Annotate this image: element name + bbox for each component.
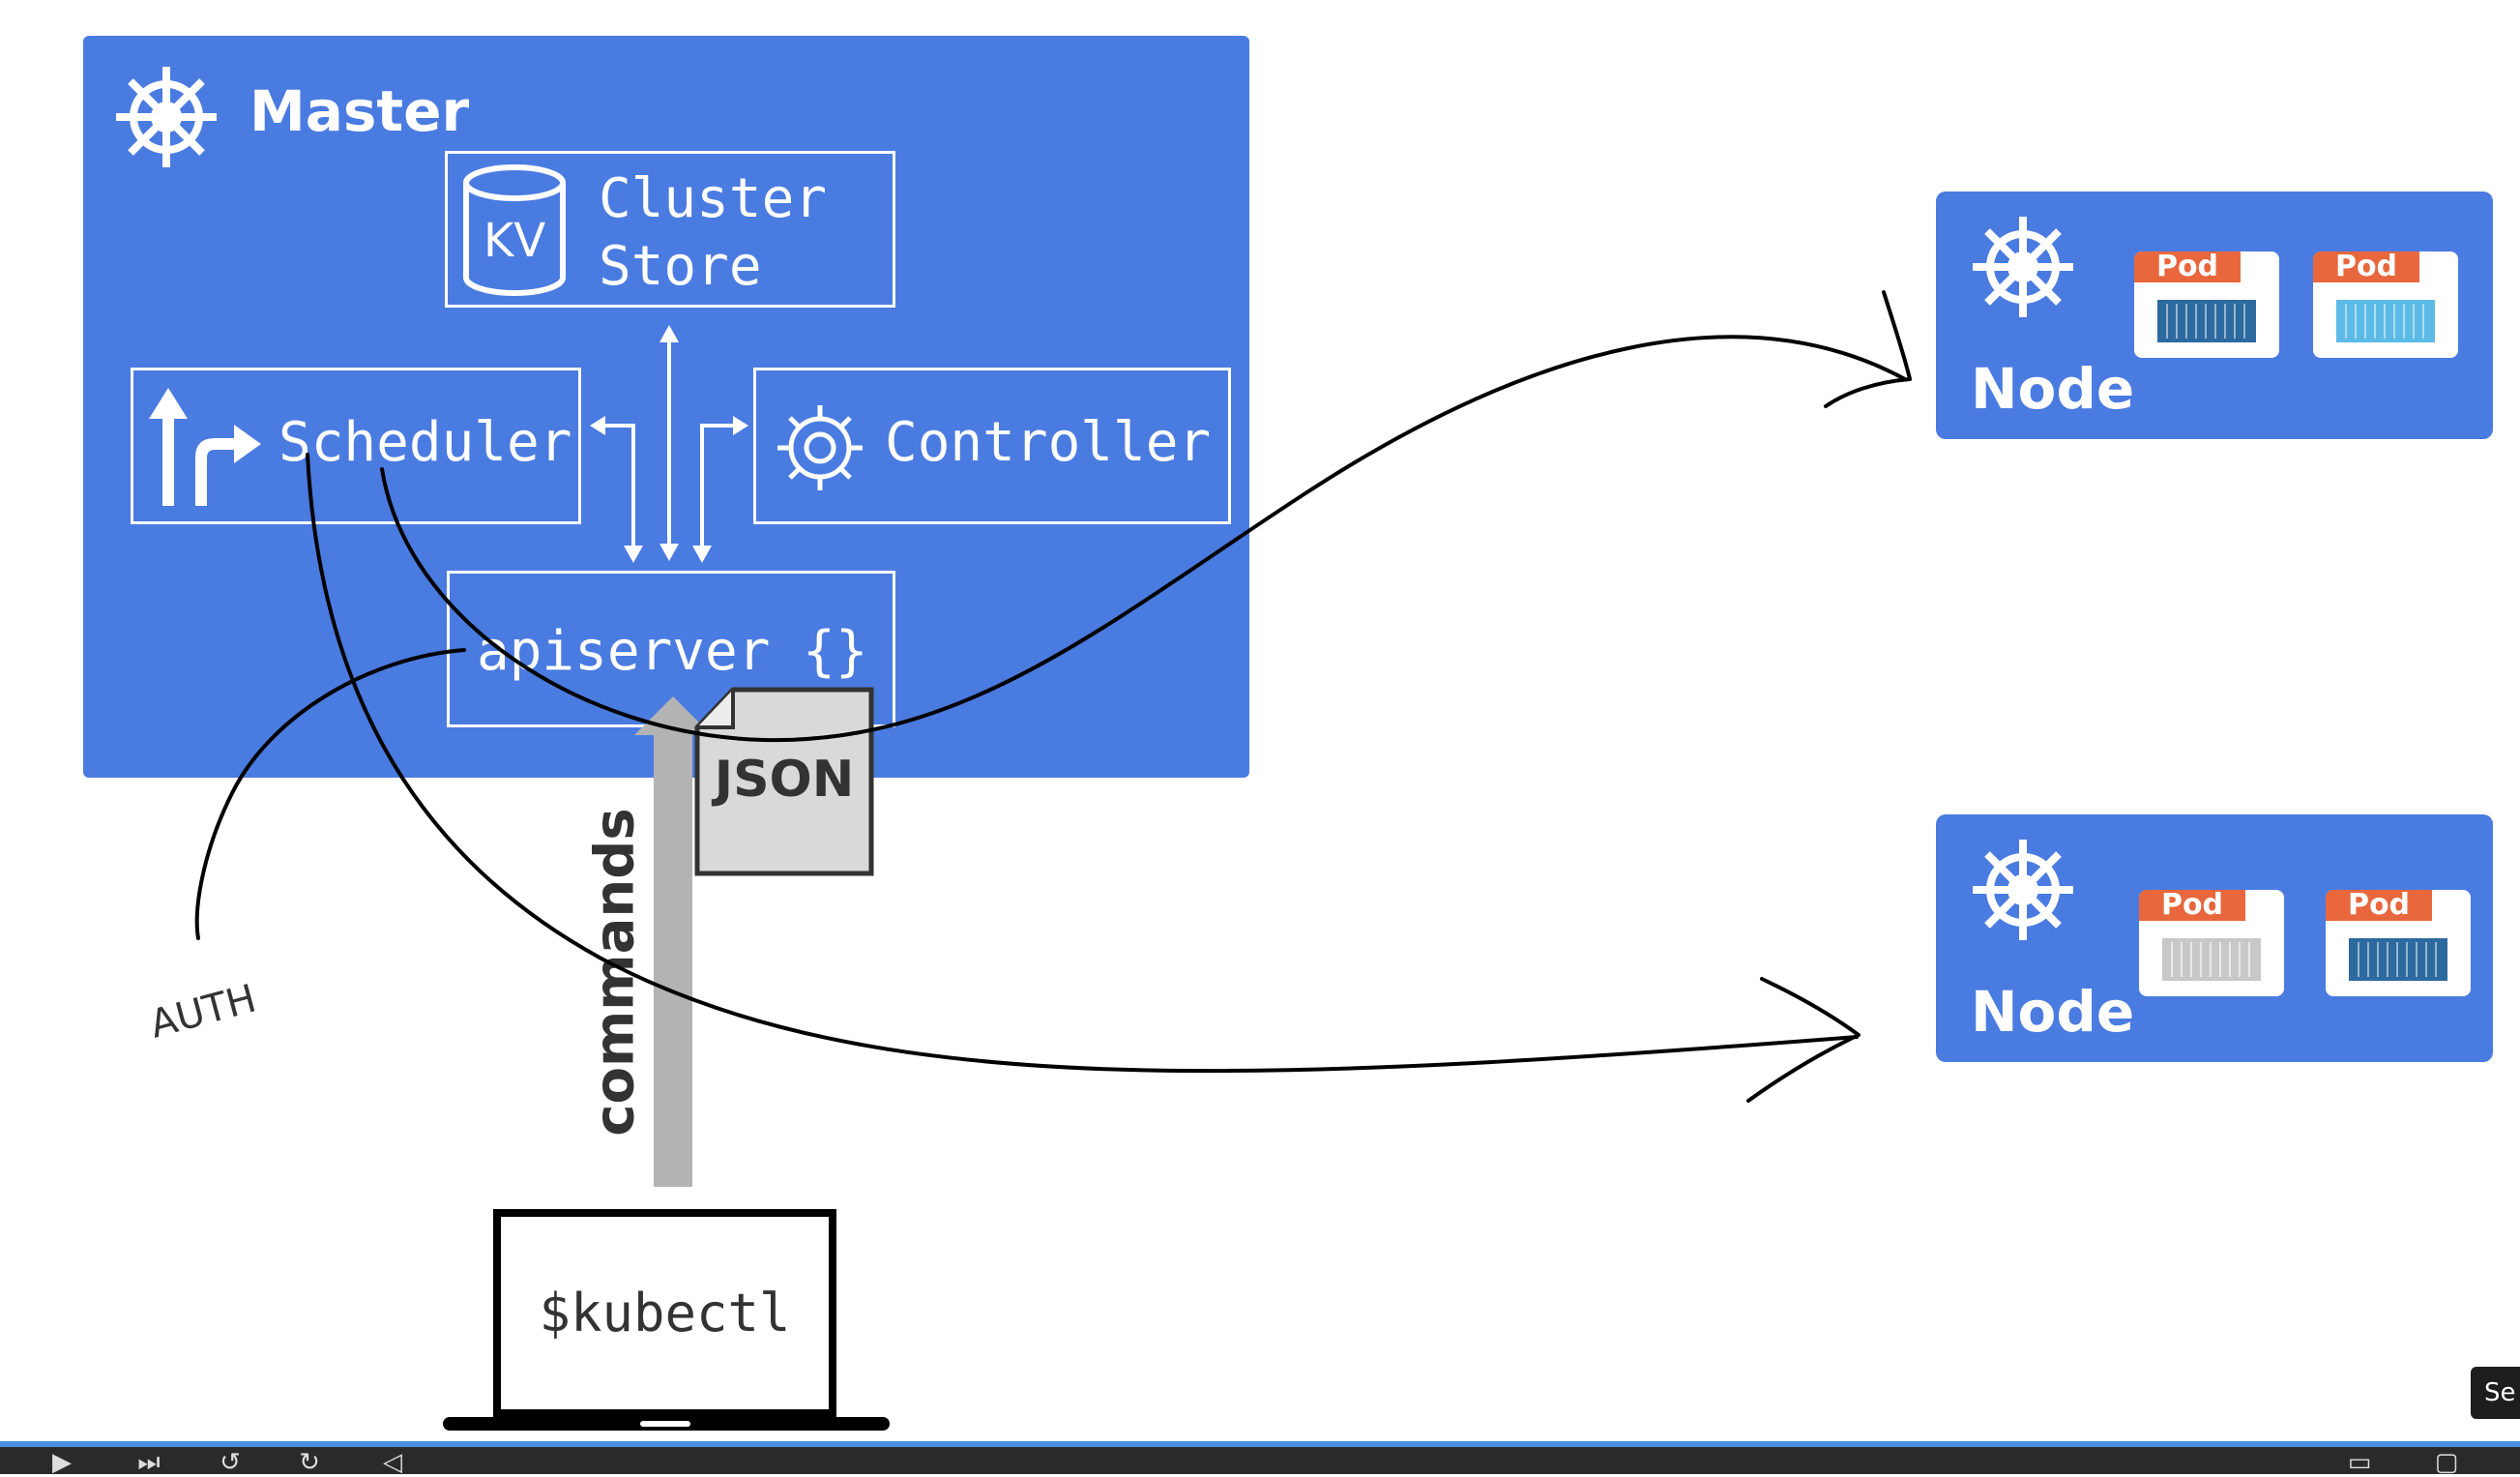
pod-label: Pod	[2313, 251, 2419, 282]
master-panel: Master	[83, 36, 1249, 778]
pod-label: Pod	[2134, 251, 2241, 282]
apiserver-box: apiserver {}	[447, 571, 895, 727]
pod-label: Pod	[2139, 890, 2245, 921]
scheduler-to-node1-curve	[380, 335, 1907, 743]
laptop-notch	[640, 1421, 690, 1427]
master-title: Master	[249, 78, 470, 144]
kv-label: KV	[483, 214, 545, 268]
next-icon[interactable]: ⏭	[137, 1448, 161, 1477]
kubernetes-helm-icon	[116, 67, 217, 167]
gear-icon	[777, 405, 863, 490]
controller-box: Controller	[753, 368, 1231, 524]
kubernetes-helm-icon	[1973, 217, 2073, 317]
pod: Pod	[2139, 890, 2284, 996]
database-cylinder-icon: KV	[463, 164, 566, 296]
settings-tooltip: Se	[2471, 1367, 2520, 1419]
rewind-icon[interactable]: ↺	[220, 1448, 241, 1477]
forward-icon[interactable]: ↻	[299, 1448, 320, 1477]
laptop-screen: $kubectl	[493, 1209, 836, 1417]
scheduler-box: Scheduler	[131, 368, 581, 524]
auth-curve	[194, 648, 466, 940]
play-icon[interactable]: ▶	[52, 1448, 72, 1477]
pod: Pod	[2313, 251, 2458, 358]
scheduler-to-node2-curve	[306, 453, 1859, 1074]
node-1-label: Node	[1971, 356, 2135, 422]
captions-icon[interactable]: ▭	[2347, 1448, 2372, 1477]
node-2-label: Node	[1971, 979, 2135, 1045]
cluster-store-line2: Store	[599, 235, 762, 298]
container-icon	[2349, 938, 2447, 981]
cluster-store-line1: Cluster	[599, 167, 828, 230]
controller-label: Controller	[885, 411, 1212, 474]
kubernetes-helm-icon	[1973, 840, 2073, 940]
container-icon	[2336, 300, 2435, 342]
apiserver-label: apiserver {}	[477, 620, 868, 683]
video-progress-bar[interactable]	[0, 1441, 2520, 1447]
container-icon	[2162, 938, 2261, 981]
volume-icon[interactable]: ◁	[383, 1448, 402, 1477]
cluster-store-box: KV Cluster Store	[445, 151, 895, 308]
kubectl-label: $kubectl	[539, 1283, 791, 1344]
node-1: Node Pod Pod	[1936, 192, 2493, 439]
scheduler-label: Scheduler	[278, 411, 572, 474]
container-icon	[2157, 300, 2256, 342]
json-label: JSON	[714, 751, 855, 809]
fullscreen-icon[interactable]: ▢	[2434, 1448, 2459, 1477]
node-2: Node Pod Pod	[1936, 814, 2493, 1062]
node2-arrowhead	[1746, 977, 1861, 1103]
node1-arrowhead	[1824, 290, 1912, 408]
pod-label: Pod	[2326, 890, 2432, 921]
pod: Pod	[2134, 251, 2279, 358]
route-arrow-icon	[149, 388, 261, 506]
pod: Pod	[2326, 890, 2471, 996]
